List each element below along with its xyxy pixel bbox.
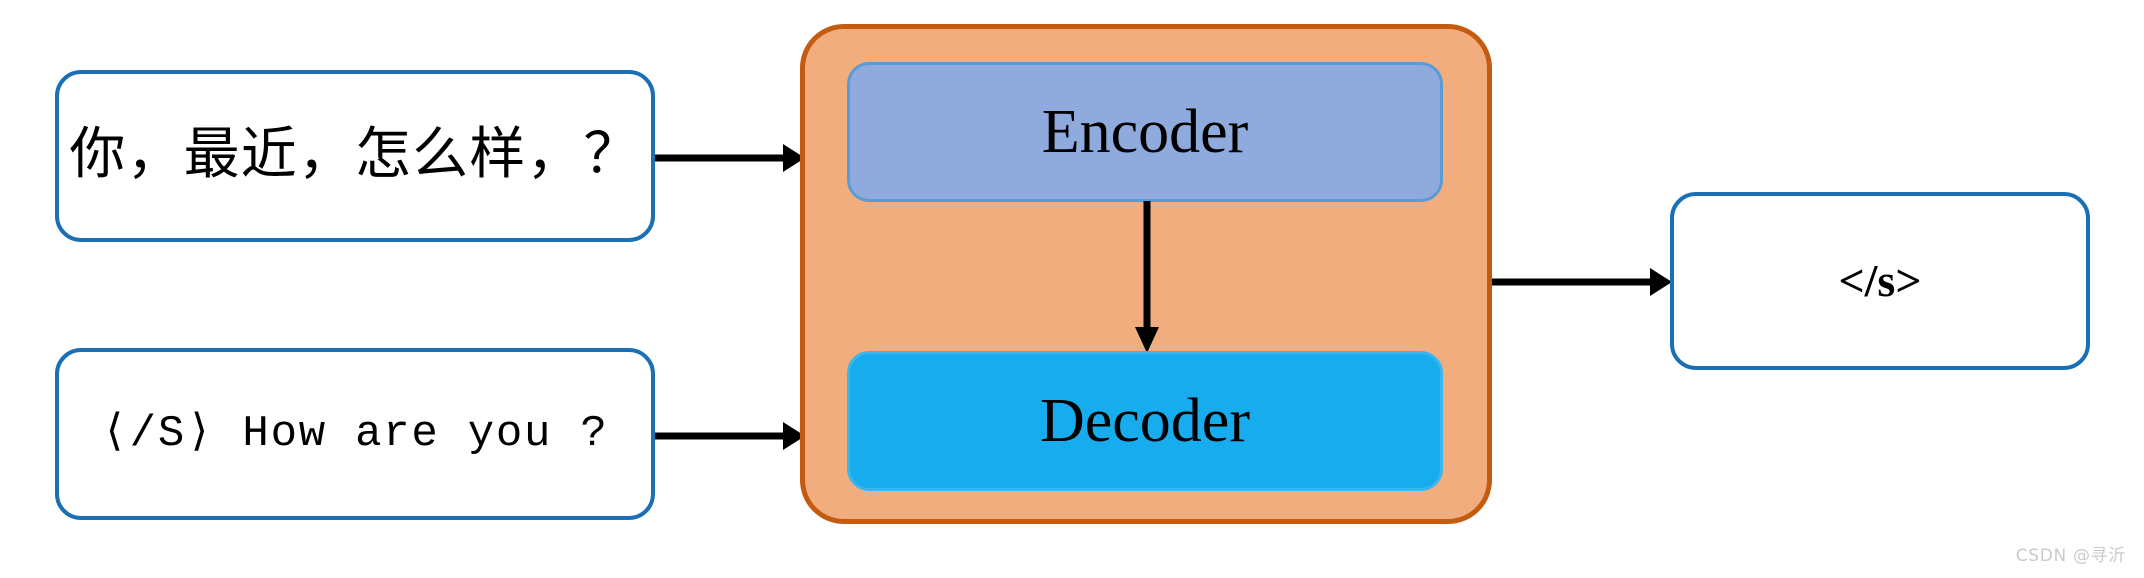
encoder-block[interactable]: Encoder <box>847 62 1443 202</box>
arrow-source-to-model-icon <box>655 144 805 172</box>
source-sentence-box[interactable]: 你，最近，怎么样，？ <box>55 70 655 242</box>
output-token-text: </s> <box>1838 254 1922 306</box>
decoder-block[interactable]: Decoder <box>847 351 1443 491</box>
target-sentence-text: ⟨/S⟩ How are you ? <box>101 408 609 459</box>
encoder-decoder-container[interactable]: Encoder Decoder <box>800 24 1492 524</box>
encoder-label: Encoder <box>1041 98 1249 166</box>
watermark-label: CSDN @寻沂 <box>2015 546 2126 566</box>
decoder-label: Decoder <box>1040 387 1250 455</box>
arrow-encoder-to-decoder-icon <box>1135 201 1159 353</box>
output-token-box[interactable]: </s> <box>1670 192 2090 370</box>
arrow-model-to-output-icon <box>1492 268 1672 296</box>
source-sentence-text: 你，最近，怎么样，？ <box>69 124 641 187</box>
target-sentence-box[interactable]: ⟨/S⟩ How are you ? <box>55 348 655 520</box>
arrow-target-to-model-icon <box>655 422 805 450</box>
